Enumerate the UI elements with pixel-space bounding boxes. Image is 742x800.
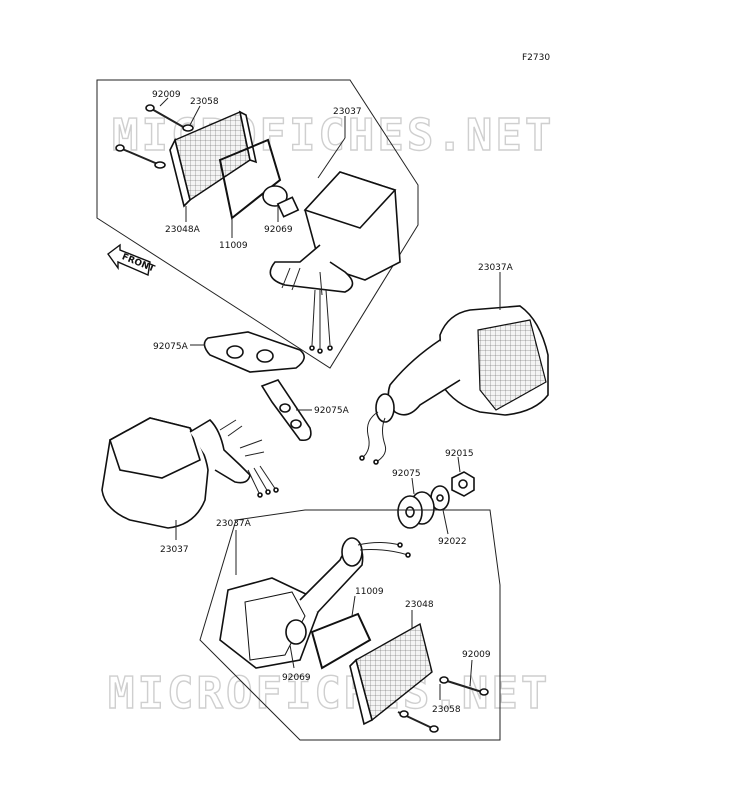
gasket-11009-bottom (310, 612, 372, 670)
washer-92022 (430, 485, 450, 535)
label-23037-top: 23037 (333, 107, 362, 117)
front-direction-arrow: FRONT (107, 243, 157, 277)
screw-92009-top (115, 104, 186, 166)
part-labels: 92009 23058 23037 23048A 11009 92069 230… (152, 90, 514, 715)
label-23058-top: 23058 (190, 97, 219, 107)
screw-92009-bottom (397, 659, 489, 733)
label-23037A-bottom: 23037A (216, 519, 252, 529)
label-92069-bottom: 92069 (282, 673, 311, 683)
washer-23058-bottom (399, 676, 449, 718)
label-92075: 92075 (392, 469, 421, 479)
figure-code: F2730 (522, 53, 550, 63)
label-23048A: 23048A (165, 225, 201, 235)
label-23037-left: 23037 (160, 545, 189, 555)
label-92009-bottom: 92009 (462, 650, 491, 660)
gasket-11009-top (218, 138, 282, 220)
watermark-bottom: MICROFICHES.NET (108, 668, 550, 719)
rear-turn-signal-assembly (199, 509, 501, 741)
turn-signal-23037A-right (359, 272, 549, 465)
label-11009-bottom: 11009 (355, 587, 384, 597)
washer-23058-top (154, 124, 194, 169)
grommet-92075 (397, 477, 435, 529)
label-92009-top: 92009 (152, 90, 181, 100)
nut-92015 (451, 456, 475, 497)
lens-23048 (349, 610, 433, 726)
bulb-92069-top (262, 185, 300, 218)
label-11009-top: 11009 (219, 241, 248, 251)
label-92075A-b: 92075A (314, 406, 350, 416)
housing-23037-top (269, 171, 401, 354)
housing-23037A-bottom (219, 530, 411, 669)
pad-92075A-b (260, 379, 312, 442)
label-92075A-a: 92075A (153, 342, 189, 352)
label-23037A-right: 23037A (478, 263, 514, 273)
pad-92075A-a (190, 331, 305, 373)
label-23058-bottom: 23058 (432, 705, 461, 715)
label-92015: 92015 (445, 449, 474, 459)
turn-signal-23037-left (101, 417, 279, 540)
label-92069-top: 92069 (264, 225, 293, 235)
lens-23048A (169, 110, 258, 208)
bulb-92069-bottom (285, 619, 307, 669)
front-turn-signal-assembly (96, 79, 419, 369)
label-23048: 23048 (405, 600, 434, 610)
label-92022: 92022 (438, 537, 467, 547)
